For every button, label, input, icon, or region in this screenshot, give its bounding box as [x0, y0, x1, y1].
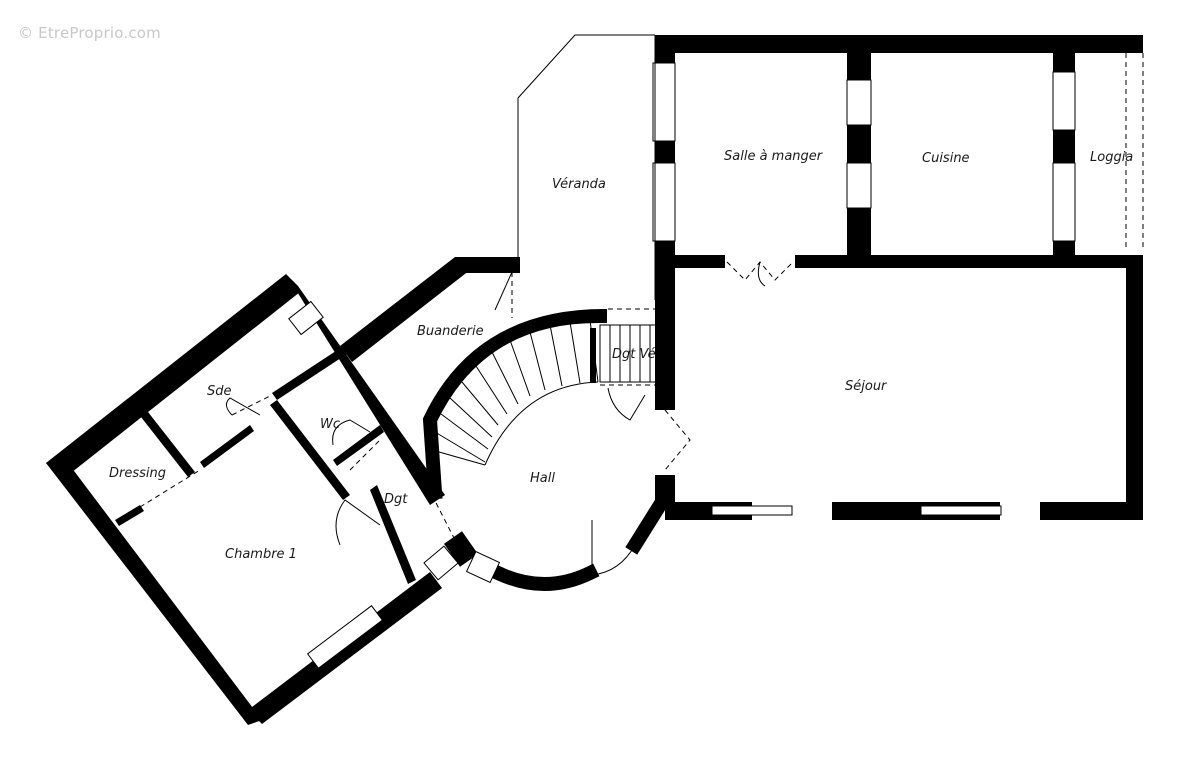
door-salle-sejour [726, 261, 794, 287]
label-cuisine: Cuisine [922, 151, 970, 166]
left-wing-openings [139, 300, 384, 669]
staircase [422, 308, 659, 500]
sejour-walls [655, 255, 1143, 520]
buanderie-walls [340, 257, 513, 362]
label-sejour: Séjour [845, 379, 888, 394]
label-dgt: Dgt [384, 492, 408, 507]
label-dressing: Dressing [109, 466, 166, 481]
label-wc: Wc [320, 417, 340, 432]
left-wing-walls [46, 274, 445, 725]
label-salle-a-manger: Salle à manger [724, 149, 824, 164]
hall-walls [423, 387, 670, 591]
north-block-windows [652, 53, 1144, 250]
label-buanderie: Buanderie [417, 324, 484, 339]
room-labels: Véranda Salle à manger Cuisine Loggia Bu… [109, 149, 1133, 562]
label-sde: Sde [207, 384, 232, 399]
label-veranda: Véranda [552, 177, 606, 192]
label-dgt-ve: Dgt Vé [612, 347, 656, 362]
label-loggia: Loggia [1090, 150, 1133, 165]
veranda-outline [455, 34, 656, 300]
sejour-windows [664, 409, 1002, 516]
label-chambre-1: Chambre 1 [225, 547, 297, 562]
label-hall: Hall [530, 471, 555, 486]
watermark: © EtreProprio.com [18, 24, 161, 42]
